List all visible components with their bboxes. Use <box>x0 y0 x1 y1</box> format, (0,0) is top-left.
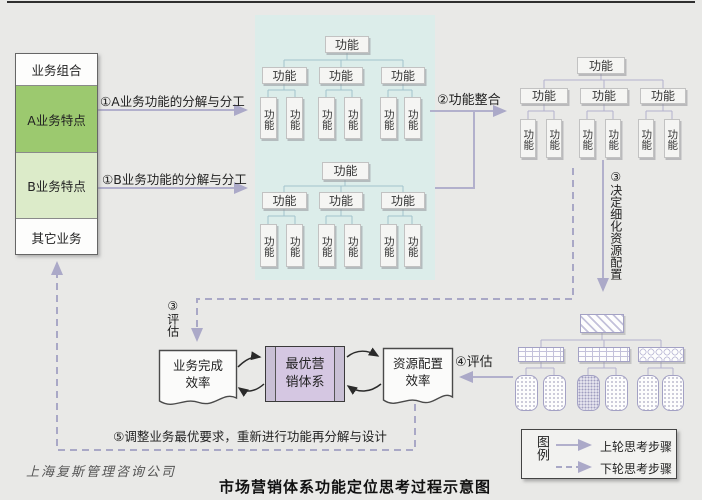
core-line1: 最优营 <box>285 357 325 373</box>
func-leaf-box: 功能 <box>286 97 303 139</box>
func-box: 功能 <box>381 192 425 209</box>
arrow-core-left-down <box>237 383 265 397</box>
legend-box: 图例 上轮思考步骤 下轮思考步骤 <box>521 429 677 479</box>
func-leaf-box: 功能 <box>344 97 361 139</box>
func-box: 功能 <box>580 88 628 104</box>
tree-pattern-connectors <box>525 333 674 375</box>
label-step5: ⑤调整业务最优要求，重新进行功能再分解与设计 <box>113 429 387 444</box>
section-other-business: 其它业务 <box>31 230 82 246</box>
func-leaf-box: 功能 <box>318 224 335 267</box>
pattern-leaf-box <box>662 375 684 411</box>
func-leaf-box: 功能 <box>344 224 361 267</box>
pattern-child-box <box>518 347 564 362</box>
arrow-core-right-down <box>346 383 382 395</box>
document-shape <box>382 347 454 404</box>
func-box: 功能 <box>577 57 625 74</box>
legend-solid-label: 上轮思考步骤 <box>600 440 673 454</box>
pattern-leaf-box <box>543 375 566 411</box>
func-box: 功能 <box>381 67 425 84</box>
dashed-feedback-loop <box>51 261 416 451</box>
legend-title: 图例 <box>533 435 549 461</box>
pattern-leaf-box <box>577 375 600 411</box>
arrow-core-right-up <box>346 347 380 358</box>
func-box: 功能 <box>325 36 369 53</box>
func-leaf-box: 功能 <box>579 119 595 158</box>
dashed-eval-path <box>191 168 574 342</box>
label-step3-right: ③决定细化资源配置 <box>608 170 623 280</box>
func-leaf-box: 功能 <box>664 119 680 158</box>
func-leaf-box: 功能 <box>638 119 654 158</box>
doc-text: 资源配置 效率 <box>382 356 454 390</box>
core-left-bar <box>266 347 276 401</box>
arrow-step2-elbow <box>435 112 475 189</box>
label-step3-eval: ③评估 <box>165 299 180 337</box>
label-step2: ②功能整合 <box>437 93 501 108</box>
pattern-leaf-box <box>605 375 628 411</box>
doc-resource-efficiency: 资源配置 效率 <box>382 347 454 410</box>
core-text: 最优营 销体系 <box>285 356 324 391</box>
core-right-bar <box>334 347 344 401</box>
pattern-child-box <box>578 347 630 362</box>
func-leaf-box: 功能 <box>546 119 562 158</box>
func-leaf-box: 功能 <box>260 97 277 139</box>
business-portfolio-box: 业务组合 A业务特点 B业务特点 其它业务 <box>15 53 98 255</box>
func-leaf-box: 功能 <box>380 224 397 267</box>
pattern-child-box <box>638 347 684 362</box>
pattern-root-box <box>580 314 624 333</box>
func-box: 功能 <box>520 88 568 104</box>
doc-business-efficiency: 业务完成 效率 <box>158 349 238 411</box>
tree-right-connectors <box>527 74 673 119</box>
core-optimal-marketing-box: 最优营 销体系 <box>265 346 345 402</box>
pattern-leaf-box <box>515 375 538 411</box>
doc-line1: 业务完成 <box>172 358 223 373</box>
func-leaf-box: 功能 <box>260 224 277 267</box>
func-leaf-box: 功能 <box>404 224 421 267</box>
doc-line2: 效率 <box>405 372 431 388</box>
func-box: 功能 <box>319 192 363 209</box>
legend-dashed-label: 下轮思考步骤 <box>600 462 673 476</box>
section-business-a: A业务特点 <box>16 86 97 153</box>
core-line2: 销体系 <box>285 375 325 390</box>
func-leaf-box: 功能 <box>286 224 303 267</box>
label-step1b: ①B业务功能的分解与分工 <box>102 172 247 187</box>
arrow-core-left-up <box>237 351 262 368</box>
doc-text: 业务完成 效率 <box>158 358 238 392</box>
doc-line1: 资源配置 <box>392 356 443 371</box>
func-box: 功能 <box>262 192 307 209</box>
doc-line2: 效率 <box>185 374 211 390</box>
page-title: 市场营销体系功能定位思考过程示意图 <box>218 478 491 496</box>
top-border-line <box>7 1 695 3</box>
func-leaf-box: 功能 <box>380 97 397 139</box>
tree-a-connectors <box>267 53 413 97</box>
func-box: 功能 <box>319 67 363 84</box>
pattern-leaf-box <box>637 375 659 411</box>
func-leaf-box: 功能 <box>404 97 421 139</box>
func-leaf-box: 功能 <box>605 119 621 158</box>
func-box: 功能 <box>322 162 369 180</box>
legend-arrows <box>556 439 592 473</box>
func-leaf-box: 功能 <box>318 97 335 139</box>
section-business-b: B业务特点 <box>16 153 97 219</box>
company-signature: 上海复斯管理咨询公司 <box>26 465 177 480</box>
label-step1a: ①A业务功能的分解与分工 <box>100 94 245 109</box>
func-box: 功能 <box>640 88 686 104</box>
document-shape <box>158 349 238 405</box>
tree-b-connectors <box>267 180 413 224</box>
section-business-portfolio: 业务组合 <box>16 54 97 86</box>
func-leaf-box: 功能 <box>520 119 536 158</box>
func-box: 功能 <box>262 67 307 84</box>
label-step4: ④评估 <box>455 355 493 370</box>
